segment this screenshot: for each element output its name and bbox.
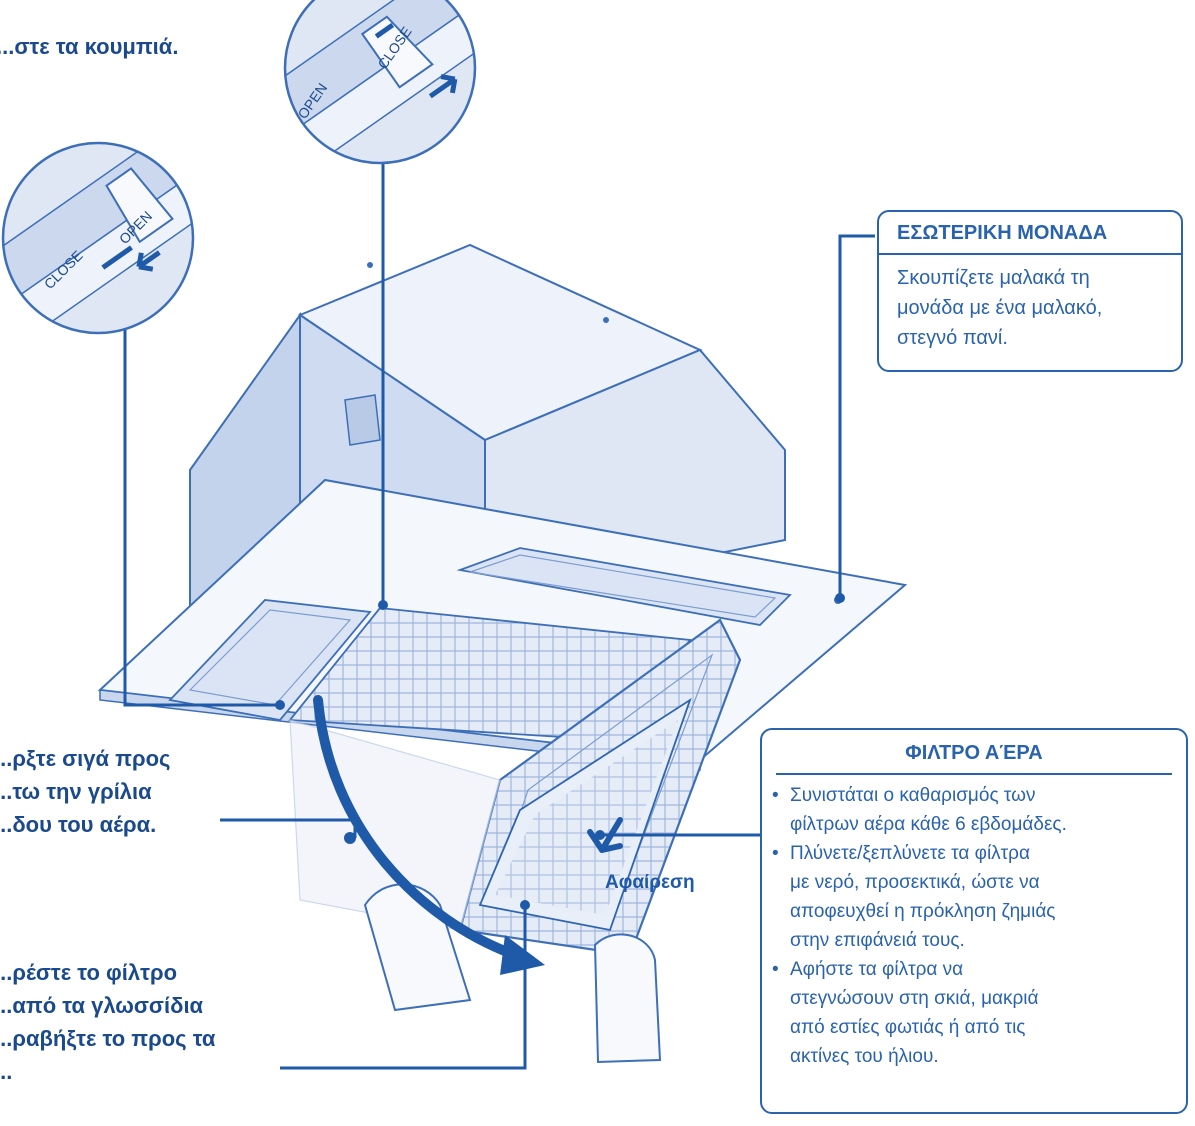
air-filter-bullet: Συνιστάται ο καθαρισμός των φίλτρων αέρα… xyxy=(768,781,1178,839)
step-2-caption: ...ρξτε σιγά προς ...τω την γρίλια ...δο… xyxy=(0,742,170,841)
bullet-line: στεγνώσουν στη σκιά, μακριά xyxy=(790,988,1039,1009)
swing-down-arrow xyxy=(313,695,545,975)
indoor-unit-title: ΕΣΩΤΕΡΙΚΗ ΜΟΝΑΔΑ xyxy=(879,212,1181,255)
step-3-line: ...ρέστε το φίλτρο xyxy=(0,960,178,985)
step-1-caption: ...στε τα κουμπιά. xyxy=(0,34,179,59)
leader-lines xyxy=(123,160,875,1070)
zoom-bubble-left: CLOSE OPEN xyxy=(1,141,195,335)
bullet-line: Συνιστάται ο καθαρισμός των xyxy=(790,785,1036,806)
step-3-caption: ...ρέστε το φίλτρο ...από τα γλωσσίδια .… xyxy=(0,956,215,1088)
bullet-line: αποφευχθεί η πρόκληση ζημιάς xyxy=(790,901,1056,922)
indoor-unit-callout: ΕΣΩΤΕΡΙΚΗ ΜΟΝΑΔΑ Σκουπίζετε μαλακά τη μο… xyxy=(877,210,1183,372)
zoom-bubble-top: OPEN CLOSE xyxy=(283,0,477,165)
bullet-line: με νερό, προσεκτικά, ώστε να xyxy=(790,872,1040,893)
step-3-line: ...από τα γλωσσίδια xyxy=(0,993,204,1018)
indoor-unit-line: στεγνό πανί. xyxy=(897,327,1008,349)
step-2-line: ...τω την γρίλια xyxy=(0,779,152,804)
air-filter-sheet xyxy=(478,697,692,932)
bullet-line: Πλύνετε/ξεπλύνετε τα φίλτρα xyxy=(790,843,1030,864)
bullet-line: φίλτρων αέρα κάθε 6 εβδομάδες. xyxy=(790,814,1067,835)
step-2-line: ...ρξτε σιγά προς xyxy=(0,746,171,771)
bullet-line: Αφήστε τα φίλτρα να xyxy=(790,959,964,980)
bullet-line: ακτίνες του ήλιου. xyxy=(790,1046,939,1067)
bullet-line: στην επιφάνειά τους. xyxy=(790,930,965,951)
air-filter-bullet: Αφήστε τα φίλτρα να στεγνώσουν στη σκιά,… xyxy=(768,955,1178,1071)
hands xyxy=(363,883,662,1064)
air-filter-callout: ΦΙΛΤΡΟ ΑΈΡΑ Συνιστάται ο καθαρισμός των … xyxy=(760,728,1188,1114)
indoor-unit-line: Σκουπίζετε μαλακά τη xyxy=(897,267,1090,289)
air-filter-title: ΦΙΛΤΡΟ ΑΈΡΑ xyxy=(776,730,1172,775)
step-3-line: ...ραβήξτε το προς τα xyxy=(0,1026,216,1051)
step-2-line: ...δου του αέρα. xyxy=(0,812,157,837)
air-filter-bullet: Πλύνετε/ξεπλύνετε τα φίλτρα με νερό, προ… xyxy=(768,839,1178,955)
indoor-unit-line: μονάδα με ένα μαλακό, xyxy=(897,297,1103,319)
bullet-line: από εστίες φωτιάς ή από τις xyxy=(790,1017,1026,1038)
removal-label: Αφαίρεση xyxy=(605,872,695,893)
step-3-line: ... xyxy=(0,1059,13,1084)
